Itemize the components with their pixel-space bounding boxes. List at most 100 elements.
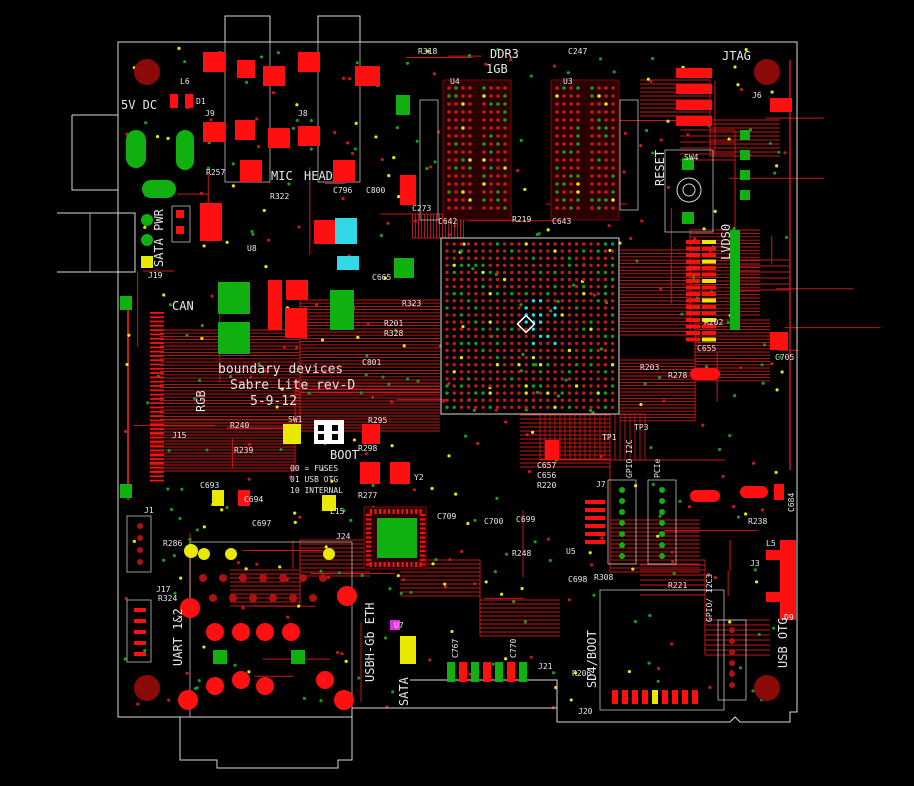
- refdes-j19: J19: [148, 271, 163, 280]
- refdes-r318: R318: [418, 47, 437, 56]
- sata-connector: [447, 662, 527, 682]
- refdes-j3: J3: [750, 559, 760, 568]
- refdes-r308: R308: [594, 573, 613, 582]
- refdes-r278: R278: [668, 371, 687, 380]
- refdes-r219: R219: [512, 215, 531, 224]
- refdes-c800: C800: [366, 186, 385, 195]
- refdes-c656: C656: [537, 471, 556, 480]
- refdes-r323: R323: [402, 299, 421, 308]
- refdes-c694: C694: [244, 495, 263, 504]
- refdes-r248: R248: [512, 549, 531, 558]
- mounting-holes: [134, 59, 780, 701]
- jtag-label: JTAG: [722, 49, 751, 63]
- jtag-header: [740, 130, 750, 200]
- refdes-r286: R286: [163, 539, 182, 548]
- refdes-r206: R206: [572, 669, 591, 678]
- refdes-j24: J24: [336, 532, 351, 541]
- usb-otg-label: USB OTG: [776, 617, 790, 668]
- boot-mode-1: 00 = FUSES: [290, 464, 338, 473]
- refdes-c643: C643: [552, 217, 571, 226]
- can-label: CAN: [172, 299, 194, 313]
- refdes-r298: R298: [358, 444, 377, 453]
- refdes-r328: R328: [384, 329, 403, 338]
- sata-power-connector: [89, 205, 191, 273]
- refdes-j8: J8: [298, 109, 308, 118]
- refdes-j9: J9: [205, 109, 215, 118]
- uart-headers: [126, 515, 152, 663]
- refdes-l15: L15: [330, 507, 345, 516]
- refdes-j15: J15: [172, 431, 187, 440]
- refdes-j20: J20: [578, 707, 593, 716]
- refdes-d1: D1: [196, 97, 206, 106]
- head-label: HEAD: [304, 169, 333, 183]
- sd4-boot-label: SD4/BOOT: [585, 630, 599, 688]
- lvds0-connector: [686, 230, 740, 342]
- refdes-d9: D9: [784, 613, 794, 622]
- refdes-j17: J17: [156, 585, 171, 594]
- gpio-i2c-label: GPIO I2C: [625, 439, 634, 478]
- board-model-label: Sabre Lite rev-D: [230, 378, 355, 393]
- refdes-r324: R324: [158, 594, 177, 603]
- rgb-connector: [120, 296, 164, 498]
- refdes-j7: J7: [596, 480, 606, 489]
- refdes-c796: C796: [333, 186, 352, 195]
- refdes-r240: R240: [230, 421, 249, 430]
- usb-otg-connector: [766, 540, 796, 620]
- mounting-hole-tr: [754, 59, 780, 85]
- mounting-hole-tl: [134, 59, 160, 85]
- refdes-j21: J21: [538, 662, 553, 671]
- refdes-r277: R277: [358, 491, 377, 500]
- boot-mode-3: 10 INTERNAL: [290, 486, 343, 495]
- refdes-c767: C767: [451, 639, 460, 658]
- board-date-label: 5-9-12: [250, 394, 297, 409]
- refdes-u3: U3: [563, 77, 573, 86]
- mic-label: MIC: [271, 169, 293, 183]
- refdes-u7: U7: [394, 621, 404, 630]
- refdes-c665: C665: [372, 273, 391, 282]
- usbh-eth-label: USBH-Gb ETH: [363, 603, 377, 682]
- ddr3-label: DDR3: [490, 47, 519, 61]
- refdes-c801: C801: [362, 358, 381, 367]
- pcie-label: PCIe: [653, 459, 662, 478]
- refdes-c273: C273: [412, 204, 431, 213]
- soc-bga: [440, 237, 620, 415]
- refdes-c655: C655: [697, 344, 716, 353]
- mounting-hole-br: [754, 675, 780, 701]
- silkscreen: DDR3 1GB boundary devices Sabre Lite rev…: [121, 47, 796, 716]
- refdes-c698: C698: [568, 575, 587, 584]
- refdes-j6: J6: [752, 91, 762, 100]
- refdes-l5: L5: [766, 539, 776, 548]
- smd-components: [200, 68, 792, 664]
- refdes-r238: R238: [748, 517, 767, 526]
- sd4-slot: [599, 589, 725, 711]
- refdes-r295: R295: [368, 416, 387, 425]
- refdes-r322: R322: [270, 192, 289, 201]
- refdes-r203: R203: [640, 363, 659, 372]
- refdes-l6: L6: [180, 77, 190, 86]
- refdes-c709: C709: [437, 512, 456, 521]
- refdes-c247: C247: [568, 47, 587, 56]
- refdes-tp1: TP1: [602, 433, 617, 442]
- sata-pwr-label: SATA PWR: [152, 208, 166, 267]
- board-vendor-label: boundary devices: [218, 362, 343, 377]
- refdes-c770: C770: [509, 639, 518, 658]
- refdes-c697: C697: [252, 519, 271, 528]
- refdes-r239: R239: [234, 446, 253, 455]
- boot-label: BOOT: [330, 448, 359, 462]
- refdes-tp3: TP3: [634, 423, 649, 432]
- reset-label: RESET: [653, 150, 667, 186]
- refdes-r201: R201: [384, 319, 403, 328]
- ddr3-chips: [419, 79, 639, 221]
- dc-jack: [126, 94, 194, 198]
- sata-label: SATA: [397, 676, 411, 706]
- audio-jacks: [203, 41, 380, 183]
- refdes-y2: Y2: [414, 473, 424, 482]
- refdes-c693: C693: [200, 481, 219, 490]
- refdes-u4: U4: [450, 77, 460, 86]
- gpio-i2c3-header: [717, 619, 747, 701]
- refdes-sw4: SW4: [684, 153, 699, 162]
- trace-layer: [127, 55, 881, 702]
- refdes-r220: R220: [537, 481, 556, 490]
- ddr-ball-grid: [447, 86, 615, 210]
- boot-mode-2: 01 USB OTG: [290, 475, 338, 484]
